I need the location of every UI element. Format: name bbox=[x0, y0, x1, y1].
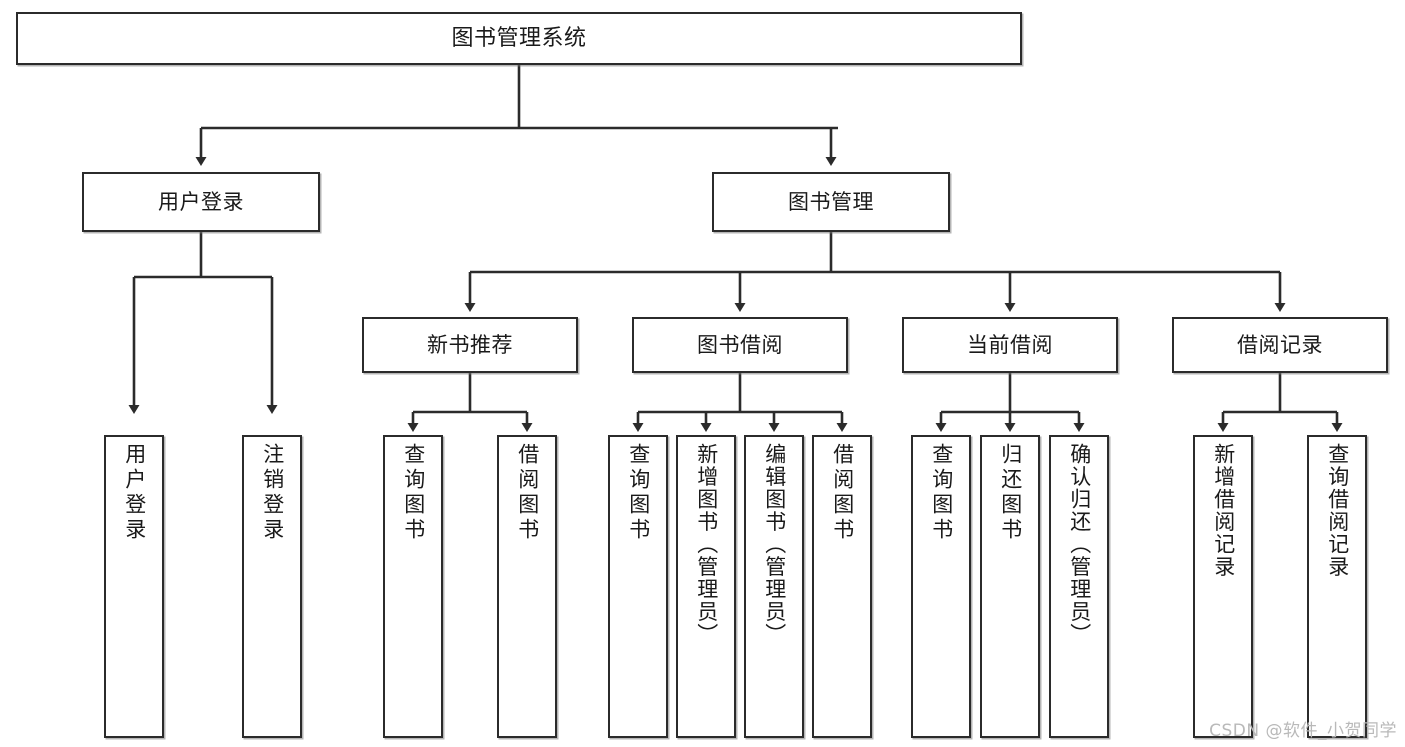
watermark-text: CSDN @软件_小贺同学 bbox=[1209, 721, 1397, 741]
node-label: 查询图书 bbox=[401, 443, 426, 543]
leaf-user-login[interactable]: 用户登录 bbox=[104, 435, 164, 738]
node-label: 图书管理 bbox=[788, 189, 874, 214]
leaf-confirm-return-admin[interactable]: 确认归还（管理员） bbox=[1049, 435, 1109, 738]
node-label: 新增借阅记录 bbox=[1211, 443, 1236, 578]
node-user-login[interactable]: 用户登录 bbox=[82, 172, 320, 232]
leaf-logout[interactable]: 注销登录 bbox=[242, 435, 302, 738]
node-new-book-recommend[interactable]: 新书推荐 bbox=[362, 317, 578, 373]
leaf-add-book-admin[interactable]: 新增图书（管理员） bbox=[676, 435, 736, 738]
leaf-borrow-book-recommend[interactable]: 借阅图书 bbox=[497, 435, 557, 738]
leaf-query-book-current[interactable]: 查询图书 bbox=[911, 435, 971, 738]
leaf-add-borrow-record[interactable]: 新增借阅记录 bbox=[1193, 435, 1253, 738]
node-root-system[interactable]: 图书管理系统 bbox=[16, 12, 1022, 65]
node-label: 用户登录 bbox=[158, 189, 244, 214]
node-label: 借阅图书 bbox=[830, 443, 855, 543]
node-label: 编辑图书（管理员） bbox=[762, 443, 787, 646]
leaf-query-book-borrow[interactable]: 查询图书 bbox=[608, 435, 668, 738]
node-label: 查询借阅记录 bbox=[1325, 443, 1350, 578]
node-label: 归还图书 bbox=[998, 443, 1023, 543]
node-current-borrow[interactable]: 当前借阅 bbox=[902, 317, 1118, 373]
node-label: 查询图书 bbox=[626, 443, 651, 543]
node-label: 图书借阅 bbox=[697, 332, 783, 357]
node-book-management[interactable]: 图书管理 bbox=[712, 172, 950, 232]
node-label: 借阅记录 bbox=[1237, 332, 1323, 357]
node-label: 图书管理系统 bbox=[451, 25, 587, 51]
leaf-borrow-book[interactable]: 借阅图书 bbox=[812, 435, 872, 738]
node-label: 确认归还（管理员） bbox=[1067, 443, 1092, 646]
node-label: 新书推荐 bbox=[427, 332, 513, 357]
leaf-return-book[interactable]: 归还图书 bbox=[980, 435, 1040, 738]
node-label: 当前借阅 bbox=[967, 332, 1053, 357]
node-label: 用户登录 bbox=[122, 443, 147, 543]
leaf-query-borrow-record[interactable]: 查询借阅记录 bbox=[1307, 435, 1367, 738]
leaf-query-book-recommend[interactable]: 查询图书 bbox=[383, 435, 443, 738]
node-label: 借阅图书 bbox=[515, 443, 540, 543]
leaf-edit-book-admin[interactable]: 编辑图书（管理员） bbox=[744, 435, 804, 738]
node-label: 查询图书 bbox=[929, 443, 954, 543]
node-borrow-record[interactable]: 借阅记录 bbox=[1172, 317, 1388, 373]
node-label: 新增图书（管理员） bbox=[694, 443, 719, 646]
node-book-borrow[interactable]: 图书借阅 bbox=[632, 317, 848, 373]
node-label: 注销登录 bbox=[260, 443, 285, 543]
